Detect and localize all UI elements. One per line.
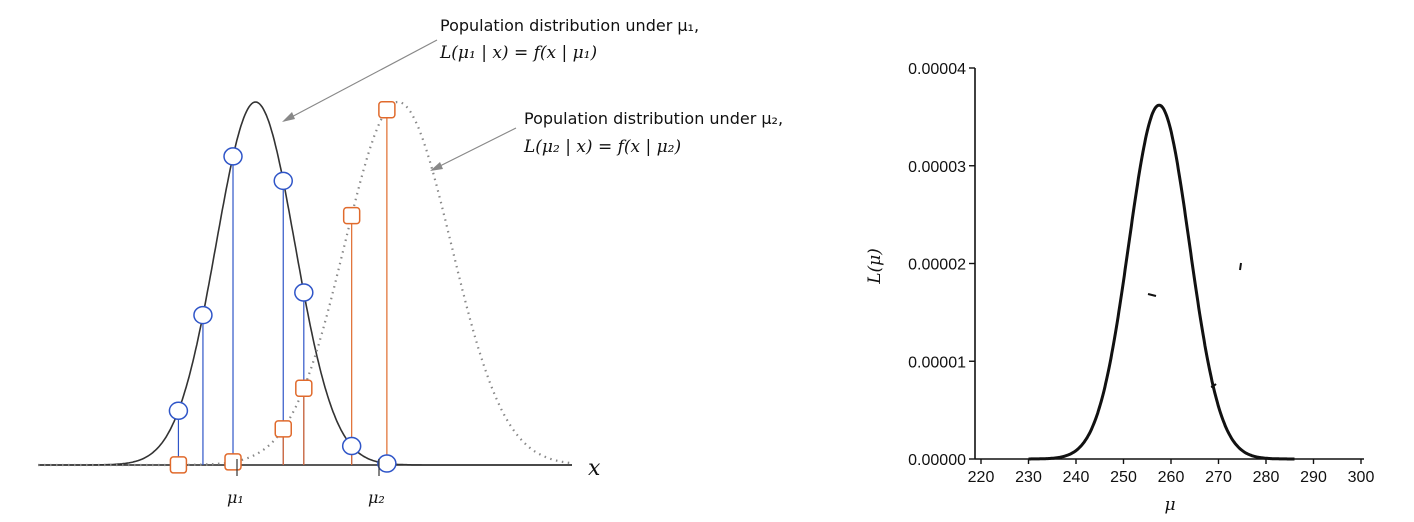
annotation-mu2-formula: L(μ₂ | x) = f(x | μ₂) (523, 137, 681, 157)
annotation-mu1-formula: L(μ₁ | x) = f(x | μ₁) (439, 43, 597, 63)
mu1-data-point (168, 401, 189, 421)
annotation-mu1-arrow (283, 39, 438, 122)
mu2-data-point (378, 100, 396, 119)
mu1-data-point (341, 436, 362, 456)
y-tick-label: 0.00000 (908, 452, 966, 469)
x-axis-label: x (588, 456, 601, 481)
x-tick-label: 220 (968, 469, 995, 486)
mu2-data-point (224, 453, 242, 471)
mu2-data-point (342, 206, 361, 225)
x-axis-label-right: μ (1164, 495, 1175, 515)
x-tick-label: 290 (1300, 469, 1327, 486)
left-panel: x μ₁ μ₂ Population distribution under μ₁… (38, 16, 783, 507)
annotation-mu1-arrowhead (282, 112, 295, 122)
mu1-data-point (273, 171, 293, 191)
annotation-mu2-arrowhead (430, 162, 443, 171)
x-tick-label: 250 (1110, 469, 1137, 486)
y-tick-label: 0.00003 (908, 159, 966, 176)
y-tick-label: 0.00002 (908, 257, 966, 274)
mu1-data-point (377, 454, 397, 473)
mu2-tick-label: μ₂ (368, 488, 385, 507)
mu1-data-point (294, 283, 314, 302)
x-tick-label: 300 (1348, 469, 1375, 486)
mu1-data-point (223, 147, 243, 166)
scan-speck (1147, 293, 1157, 297)
likelihood-curve (1028, 103, 1295, 461)
x-tick-label: 270 (1205, 469, 1232, 486)
mu2-data-point (169, 456, 188, 474)
scan-speck (1239, 262, 1242, 271)
y-axis-label: L(μ) (865, 248, 885, 285)
scan-speck (1210, 383, 1217, 388)
x-tick-label: 260 (1158, 469, 1185, 486)
right-panel: 220 230 240 250 260 270 280 290 300 0.00000 0.0000… (865, 61, 1374, 515)
mu2-data-point (295, 379, 313, 398)
annotation-mu2-arrow (431, 127, 517, 171)
annotation-mu2-title: Population distribution under μ₂, (524, 109, 783, 128)
y-tick-label: 0.00004 (908, 61, 966, 78)
annotation-mu1-title: Population distribution under μ₁, (440, 16, 699, 35)
mu1-data-point (193, 305, 213, 325)
y-tick-label: 0.00001 (908, 354, 966, 371)
x-tick-label: 230 (1015, 469, 1042, 486)
mu1-tick-label: μ₁ (227, 488, 244, 507)
x-tick-label: 280 (1253, 469, 1280, 486)
mu2-data-point (274, 420, 292, 438)
x-tick-label: 240 (1063, 469, 1090, 486)
